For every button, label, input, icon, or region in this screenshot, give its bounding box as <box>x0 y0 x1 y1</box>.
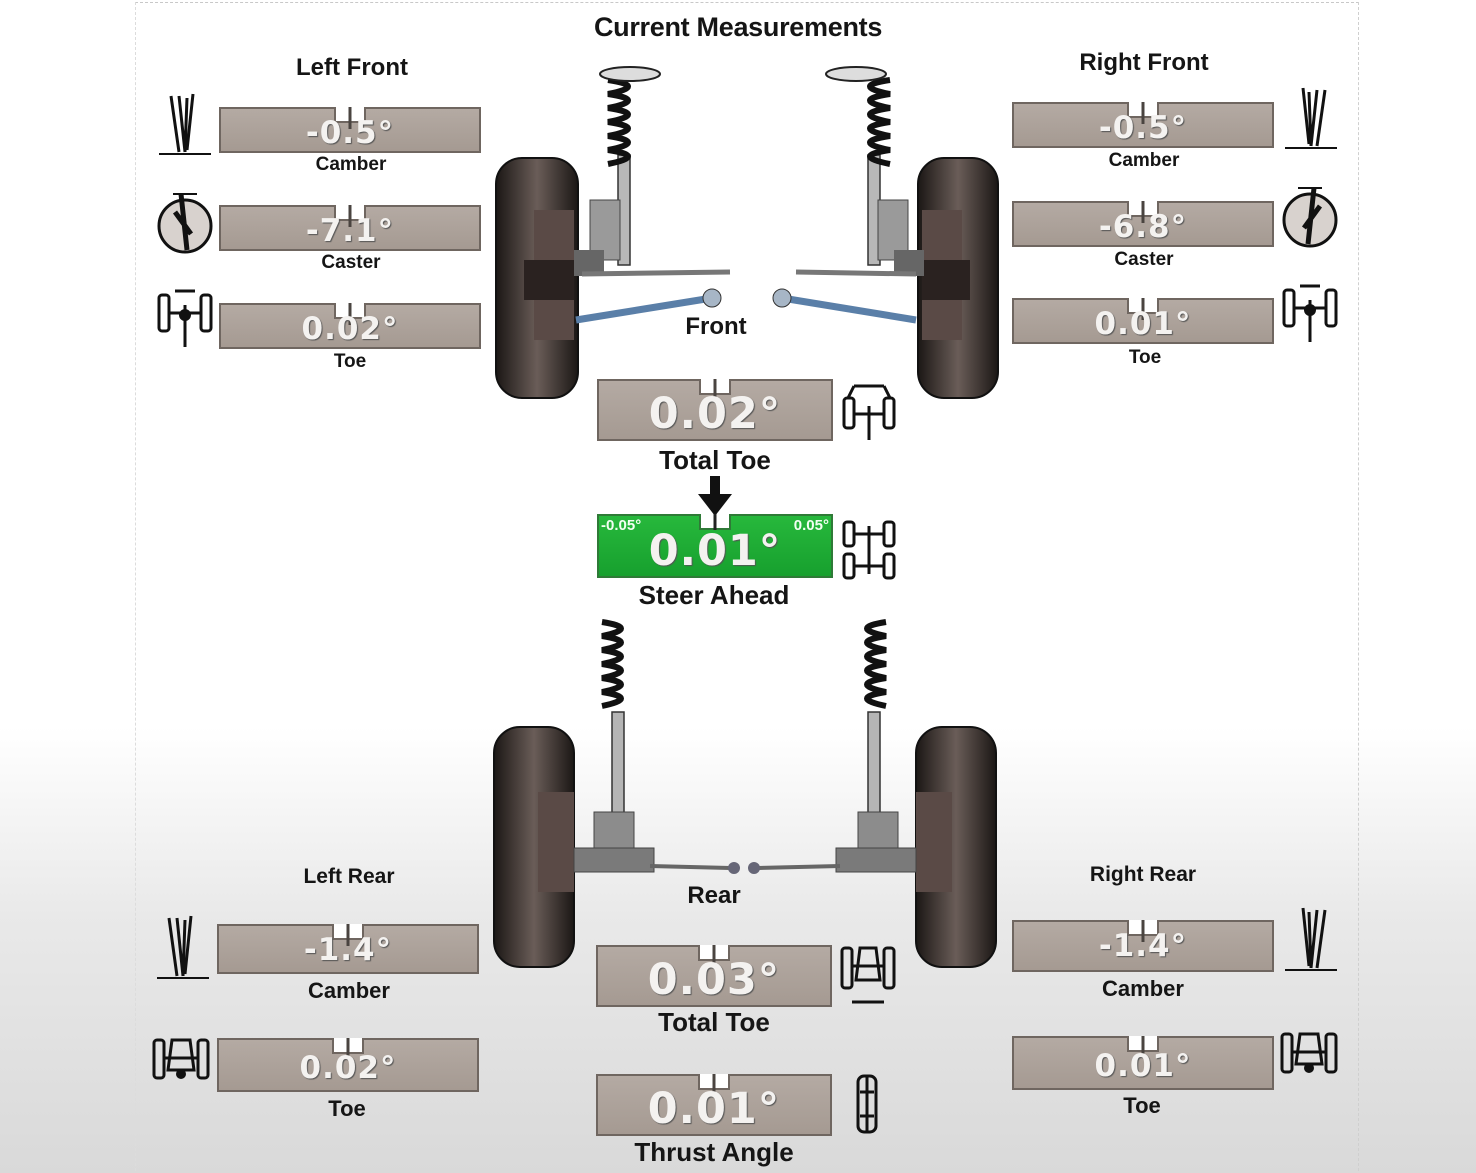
right-front-caster-value: -6.8° <box>1098 209 1188 245</box>
caster-icon <box>1282 187 1338 248</box>
rear-total-toe-value: 0.03° <box>647 955 781 1005</box>
total-toe-icon <box>842 384 896 440</box>
left-front-caster-gauge: -7.1° <box>219 205 481 251</box>
left-rear-toe-gauge: 0.02° <box>217 1038 479 1092</box>
right-front-heading: Right Front <box>1079 49 1209 76</box>
rear-total-toe-label: Total Toe <box>658 1007 770 1037</box>
steer-ahead-value: 0.01° <box>648 526 782 576</box>
rear-axle-label: Rear <box>687 882 741 909</box>
toe-icon <box>152 1038 210 1080</box>
camber-icon <box>1285 87 1337 149</box>
rear-suspension-graphic <box>493 619 997 968</box>
left-front-toe-value: 0.02° <box>301 311 399 347</box>
camber-icon <box>159 93 211 155</box>
thrust-angle-icon <box>856 1074 878 1134</box>
right-front-toe-gauge: 0.01° <box>1012 298 1274 344</box>
thrust-angle-value: 0.01° <box>647 1084 781 1134</box>
caster-icon <box>157 193 213 254</box>
right-rear-camber-value: -1.4° <box>1098 928 1188 964</box>
right-front-camber-gauge: -0.5° <box>1012 102 1274 148</box>
left-rear-toe-value: 0.02° <box>299 1050 397 1086</box>
right-front-toe-label: Toe <box>1128 347 1162 368</box>
toe-icon <box>157 289 213 347</box>
toe-icon <box>1280 1032 1338 1074</box>
left-rear-toe-label: Toe <box>328 1096 366 1121</box>
steer-ahead-icon <box>842 520 896 580</box>
front-total-toe-gauge: 0.02° <box>597 379 833 441</box>
right-front-caster-gauge: -6.8° <box>1012 201 1274 247</box>
toe-icon <box>1282 284 1338 342</box>
front-total-toe-value: 0.02° <box>648 389 782 439</box>
left-rear-camber-label: Camber <box>308 978 390 1003</box>
right-rear-toe-value: 0.01° <box>1094 1048 1192 1084</box>
total-toe-icon <box>840 946 896 1004</box>
left-rear-camber-value: -1.4° <box>303 932 393 968</box>
front-suspension-graphic <box>495 66 999 399</box>
right-rear-toe-label: Toe <box>1123 1093 1161 1118</box>
steer-ahead-min: -0.05° <box>601 517 642 534</box>
left-front-camber-value: -0.5° <box>305 115 395 151</box>
right-front-camber-value: -0.5° <box>1098 110 1188 146</box>
left-front-toe-label: Toe <box>333 351 367 372</box>
steer-ahead-label: Steer Ahead <box>638 580 790 610</box>
right-rear-camber-label: Camber <box>1102 976 1184 1001</box>
steer-ahead-gauge: -0.05° 0.05° 0.01° <box>597 514 833 578</box>
thrust-angle-label: Thrust Angle <box>634 1137 794 1167</box>
arrow-down-icon <box>698 476 732 516</box>
right-rear-camber-gauge: -1.4° <box>1012 920 1274 972</box>
left-front-heading: Left Front <box>296 54 408 81</box>
camber-icon <box>1285 907 1337 971</box>
front-total-toe-label: Total Toe <box>659 445 771 475</box>
rear-total-toe-gauge: 0.03° <box>596 945 832 1007</box>
page-title: Current Measurements <box>593 12 883 42</box>
camber-icon <box>157 915 209 979</box>
right-front-camber-label: Camber <box>1108 150 1180 171</box>
left-rear-heading: Left Rear <box>303 865 395 888</box>
thrust-angle-gauge: 0.01° <box>596 1074 832 1136</box>
right-front-toe-value: 0.01° <box>1094 306 1192 342</box>
left-front-caster-label: Caster <box>321 252 381 273</box>
left-front-camber-gauge: -0.5° <box>219 107 481 153</box>
measurement-frame <box>135 2 1359 1171</box>
steer-ahead-max: 0.05° <box>793 517 829 534</box>
left-front-toe-gauge: 0.02° <box>219 303 481 349</box>
left-front-caster-value: -7.1° <box>305 213 395 249</box>
left-rear-camber-gauge: -1.4° <box>217 924 479 974</box>
right-rear-toe-gauge: 0.01° <box>1012 1036 1274 1090</box>
right-rear-heading: Right Rear <box>1089 863 1197 886</box>
left-front-camber-label: Camber <box>315 154 387 175</box>
right-front-caster-label: Caster <box>1114 249 1174 270</box>
front-axle-label: Front <box>685 313 747 340</box>
